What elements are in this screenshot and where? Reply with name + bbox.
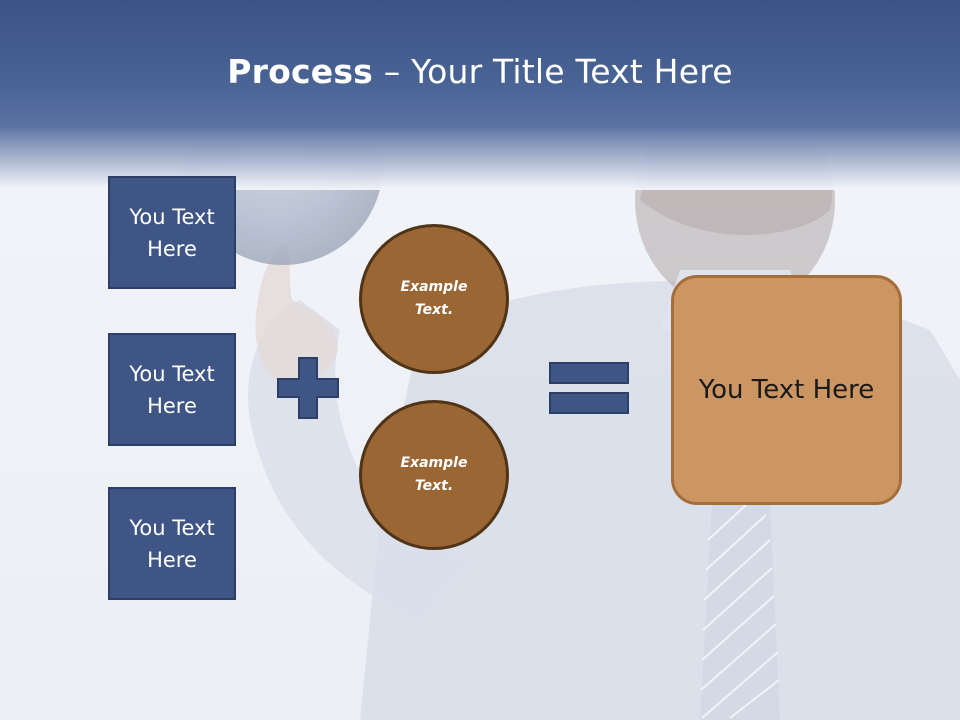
circle-2: Example Text.: [359, 400, 509, 550]
left-box-2: You Text Here: [108, 333, 236, 446]
plus-icon: [277, 357, 339, 419]
circle-2-text: Example Text.: [400, 455, 468, 494]
title-bold: Process: [227, 52, 374, 91]
circle-1-text: Example Text.: [400, 279, 468, 318]
left-box-3: You Text Here: [108, 487, 236, 600]
left-box-2-text: You Text Here: [129, 361, 215, 418]
left-box-3-text: You Text Here: [129, 515, 215, 572]
title-rest: – Your Title Text Here: [373, 52, 733, 91]
left-box-1-text: You Text Here: [129, 204, 215, 261]
equals-icon: [549, 362, 629, 414]
header-band: [0, 0, 960, 190]
result-box: You Text Here: [671, 275, 902, 505]
circle-1: Example Text.: [359, 224, 509, 374]
slide-title: Process – Your Title Text Here: [0, 52, 960, 91]
left-box-1: You Text Here: [108, 176, 236, 289]
result-text: You Text Here: [698, 375, 875, 405]
